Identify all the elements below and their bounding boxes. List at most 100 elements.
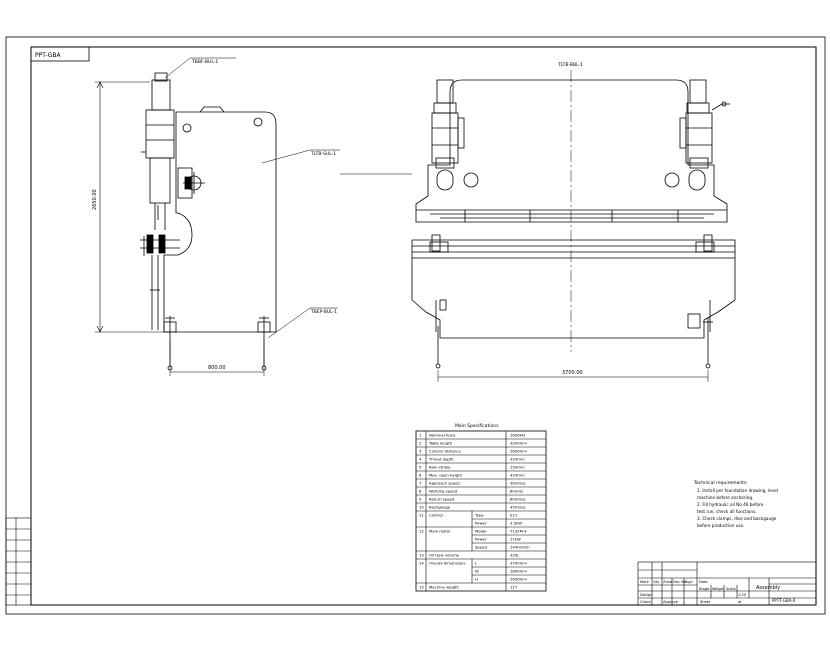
table-cell-name: Approach speed	[429, 481, 460, 486]
tb-cell: Check	[640, 600, 652, 604]
tb-cell: Weight	[712, 587, 725, 591]
left-revision-strip	[5, 517, 32, 606]
table-cell-value: 8mm/s	[510, 489, 523, 494]
table-cell-sub: W	[475, 569, 479, 574]
height-dimension-text: 2650.00	[92, 189, 98, 210]
callout-frame: TLTB-SUL-1	[310, 151, 336, 157]
outer-border	[5, 36, 826, 615]
tb-cell: Scale	[726, 587, 736, 591]
tb-cell: Qty	[653, 580, 660, 584]
table-cell-sub: Power	[475, 521, 487, 526]
table-cell-name: Working speed	[429, 489, 458, 494]
table-cell-no: 10	[419, 505, 424, 510]
table-cell-value: 3.5kW	[510, 521, 522, 526]
table-cell-value: 11kW	[510, 537, 521, 542]
table-cell-no: 2	[419, 441, 422, 446]
table-cell-name: Throat depth	[428, 457, 454, 462]
table-cell-no: 14	[419, 561, 424, 566]
tech-notes: Technical requirements: 1. Install per f…	[693, 480, 778, 528]
table-cell-sub: Power	[475, 537, 487, 542]
table-cell-no: 8	[419, 489, 422, 494]
table-cell-no: 9	[419, 497, 422, 502]
table-cell-value: 3700mm	[510, 561, 527, 566]
side-cylinder	[151, 79, 171, 111]
table-cell-name: Oil tank volume	[429, 553, 460, 558]
table-cell-value: Y132M-4	[510, 529, 527, 534]
front-upper-frame	[415, 79, 728, 223]
tb-cell: Doc No.	[673, 580, 687, 584]
table-cell-name: Backgauge	[429, 505, 451, 510]
table-cell-name: Ram stroke	[429, 465, 451, 470]
tb-cell: Design	[640, 593, 652, 597]
table-cell-name: Max. open height	[429, 473, 463, 478]
front-view	[340, 70, 736, 382]
table-cell-value: 3200mm	[510, 441, 527, 446]
table-cell-no: 3	[419, 449, 422, 454]
table-cell-sub: Type	[474, 513, 484, 518]
table-cell-sub: L	[475, 561, 478, 566]
table-cell-name: Nominal force	[429, 433, 456, 438]
tb-scale: 1:20	[738, 593, 747, 597]
front-top-label: TLTB-BBL-1	[557, 62, 583, 68]
table-cell-value: 11T	[510, 585, 518, 590]
tb-cell: Zone	[663, 580, 673, 584]
table-cell-sub: Speed	[475, 545, 487, 550]
table-cell-no: 7	[419, 481, 422, 486]
tb-cell: Approve	[663, 600, 679, 604]
table-cell-value: 420mm	[510, 473, 525, 478]
table-cell-value: 1600kN	[510, 433, 525, 438]
table-cell-name: Overall dimensions	[429, 561, 465, 566]
table-cell-no: 15	[419, 585, 424, 590]
tb-cell: of	[738, 600, 742, 604]
table-cell-value: 90mm/s	[510, 481, 526, 486]
tb-cell: Sheet	[700, 600, 711, 604]
table-cell-name: Table length	[428, 441, 453, 446]
table-cell-value: E21	[510, 513, 518, 518]
table-cell-value: 2600mm	[510, 449, 527, 454]
width-dimension-text: 3700.00	[562, 370, 583, 376]
depth-dimension-text: 800.00	[208, 365, 226, 371]
title-block	[637, 561, 817, 606]
table-cell-value: 320L	[510, 553, 520, 558]
table-cell-value: 1440r/min	[510, 545, 530, 550]
front-lower-table	[411, 239, 736, 339]
side-view	[95, 57, 340, 376]
notes-line: before production use.	[697, 523, 744, 528]
table-cell-no: 5	[419, 465, 422, 470]
table-cell-sub: Model	[475, 529, 486, 534]
spec-table: 1 Nominal force 1600kN 2 Table length 3200mm 3…	[415, 430, 547, 592]
table-cell-sub: H	[475, 577, 478, 582]
table-cell-name: Column distance	[429, 449, 462, 454]
callout-top: TBBF-BUL-1	[191, 59, 218, 65]
table-cell-name: Control	[429, 513, 443, 518]
c-frame-plate	[163, 111, 277, 333]
table-cell-value: 80mm/s	[510, 497, 526, 502]
tb-drawing-name: Assembly	[756, 585, 780, 591]
table-cell-name: Machine weight	[429, 585, 459, 590]
front-cylinder-right	[686, 102, 710, 114]
table-cell-no: 13	[419, 553, 424, 558]
front-cylinder-left	[433, 102, 457, 114]
inner-border	[30, 46, 817, 606]
tb-drawing-code: PPTT-GBA-0	[772, 598, 796, 603]
tb-cell: Sign	[685, 580, 693, 584]
tb-cell: Date	[699, 580, 708, 584]
table-cell-value: 2650mm	[510, 577, 527, 582]
table-cell-name: Main motor	[429, 529, 451, 534]
notes-line: machine before anchoring.	[697, 495, 753, 500]
title-tag-box: PPT-GBA	[30, 46, 90, 62]
title-block-text: Mark Qty Zone Doc No. Sign Date Design C…	[640, 580, 796, 604]
table-cell-value: 150mm	[510, 465, 525, 470]
notes-line: 3. Check clamps, dies and backgauge	[697, 516, 777, 521]
callout-foot: TBEP-BUL-1	[310, 309, 337, 315]
table-cell-no: 1	[419, 433, 422, 438]
spec-table-title: Main Specifications	[455, 423, 499, 429]
title-tag: PPT-GBA	[35, 52, 62, 59]
table-cell-value: 45mm/s	[510, 505, 526, 510]
table-cell-no: 6	[419, 473, 422, 478]
tb-cell: Mark	[640, 580, 650, 584]
table-cell-no: 12	[419, 529, 424, 534]
table-cell-no: 4	[419, 457, 422, 462]
notes-line: test run, check all functions.	[697, 509, 757, 514]
